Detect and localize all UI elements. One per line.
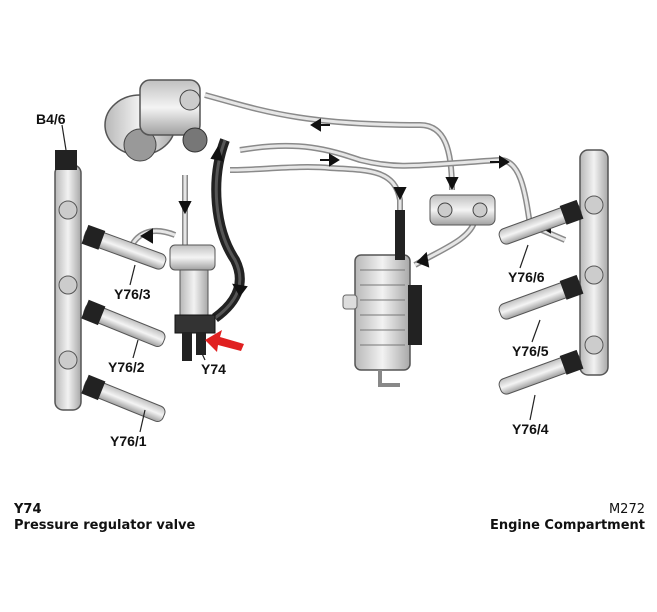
footer-description: Pressure regulator valve [14,518,196,533]
footer-location: Engine Compartment [489,518,645,533]
label-y76-6: Y76/6 [508,269,545,285]
fuel-lines [127,92,567,323]
high-pressure-pump [104,79,208,162]
right-injectors [498,199,584,395]
left-injectors [81,224,167,423]
label-b4-6: B4/6 [36,111,66,127]
right-fuel-rail [579,149,609,376]
label-y74: Y74 [201,361,226,377]
valve-block [429,194,496,226]
pressure-regulator-valve [169,244,216,361]
label-y76-3: Y76/3 [114,286,151,302]
fuel-cooler [342,210,422,387]
label-y76-2: Y76/2 [108,359,145,375]
label-y76-1: Y76/1 [110,433,147,449]
footer-ref: M272 [608,502,645,517]
label-y76-4: Y76/4 [512,421,549,437]
footer-code: Y74 [14,502,42,517]
left-fuel-rail [54,150,82,411]
leader-lines [61,124,541,433]
fuel-system-diagram: B4/6 Y76/3 Y76/2 Y76/1 Y74 Y76/6 Y76/5 Y… [36,79,609,449]
highlight-arrow [205,330,244,352]
label-y76-5: Y76/5 [512,343,549,359]
